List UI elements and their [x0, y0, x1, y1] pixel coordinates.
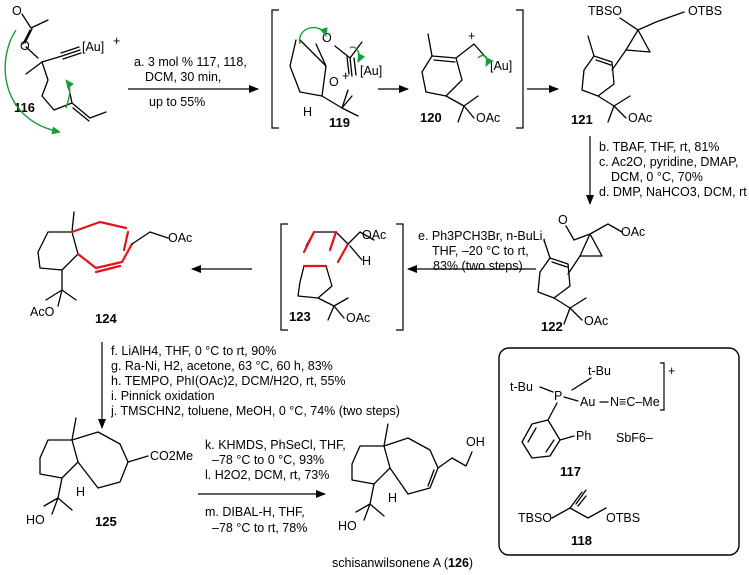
- otbs-label: OTBS: [606, 511, 640, 525]
- acetate-label: OAc: [476, 111, 500, 125]
- condition-text: e. Ph3PCH3Br, n-BuLi,: [418, 229, 546, 243]
- au-label: [Au]: [490, 59, 512, 73]
- compound-number: 123: [289, 309, 311, 324]
- compound-124: OAc AcO 124: [30, 211, 192, 326]
- bracket-left: [271, 9, 279, 129]
- compound-122: O OAc OAc 122: [537, 213, 645, 334]
- condition-text: d. DMP, NaHCO3, DCM, rt: [599, 185, 747, 199]
- tbu-label: t-Bu: [588, 364, 611, 378]
- condition-text: i. Pinnick oxidation: [111, 389, 215, 403]
- compound-number: 118: [571, 533, 592, 548]
- hydroxyl-label: HO: [338, 519, 357, 533]
- acetate-label: OAc: [168, 231, 192, 245]
- condition-text: –78 °C to rt, 78%: [212, 521, 307, 535]
- oxygen-label: O: [12, 4, 22, 18]
- compound-126: OH H HO schisanwilsonene A (126): [332, 423, 485, 570]
- acetate-label: OAc: [628, 111, 652, 125]
- counterion-label: SbF6–: [616, 431, 653, 445]
- compound-number: 117: [560, 464, 581, 479]
- condition-text: k. KHMDS, PhSeCl, THF,: [205, 438, 346, 452]
- charge-label: +: [468, 29, 475, 43]
- charge-label: +: [113, 34, 120, 48]
- nitrile-label: N≡C–Me: [610, 395, 660, 409]
- compound-number: 122: [541, 319, 563, 334]
- condition-text: j. TMSCHN2, toluene, MeOH, 0 °C, 74% (tw…: [110, 404, 400, 418]
- hydrogen-label: H: [303, 105, 312, 119]
- tbu-label: t-Bu: [510, 380, 533, 394]
- condition-text: DCM, 0 °C, 70%: [611, 170, 703, 184]
- condition-text: g. Ra-Ni, H2, acetone, 63 °C, 60 h, 83%: [111, 359, 333, 373]
- arrow-steps-b-d: b. TBAF, THF, rt, 81% c. Ac2O, pyridine,…: [586, 136, 747, 205]
- otbs-label: OTBS: [688, 4, 722, 18]
- tbso-label: TBSO: [588, 4, 622, 18]
- charge-label: +: [342, 69, 349, 83]
- arrow-steps-f-j: f. LiAlH4, THF, 0 °C to rt, 90% g. Ra-Ni…: [98, 342, 400, 429]
- acetate-label: OAc: [584, 314, 608, 328]
- compound-125: CO2Me H HO 125: [26, 417, 193, 529]
- compound-number: 121: [571, 112, 593, 127]
- phosphorus-label: P: [554, 389, 562, 403]
- arrow-step-e: e. Ph3PCH3Br, n-BuLi, THF, –20 °C to rt,…: [407, 229, 546, 273]
- compound-116: O O [Au] + 116: [4, 4, 120, 135]
- hydroxyl-label: HO: [26, 513, 45, 527]
- catalyst-box: t-Bu t-Bu P Au N≡C–Me + Ph SbF6– 117 TBS…: [498, 347, 740, 556]
- condition-text: –78 °C to 0 °C, 93%: [212, 453, 324, 467]
- compound-number: 119: [329, 115, 350, 130]
- compound-120: + [Au] OAc 120: [420, 29, 512, 125]
- condition-text: b. TBAF, THF, rt, 81%: [599, 140, 719, 154]
- charge-label: +: [668, 364, 675, 378]
- condition-text: up to 55%: [149, 95, 205, 109]
- hydrogen-label: H: [362, 254, 371, 268]
- product-name: schisanwilsonene A (126): [332, 556, 473, 570]
- arrow-steps-k-m: k. KHMDS, PhSeCl, THF, –78 °C to 0 °C, 9…: [198, 438, 346, 535]
- acetate-label: OAc: [621, 225, 645, 239]
- oxygen-label: O: [329, 75, 339, 89]
- tbso-label: TBSO: [518, 511, 552, 525]
- acetate-label: OAc: [362, 228, 386, 242]
- compound-number: 116: [14, 100, 35, 115]
- condition-text: THF, –20 °C to rt,: [432, 244, 529, 258]
- condition-text: f. LiAlH4, THF, 0 °C to rt, 90%: [111, 344, 276, 358]
- compound-number: 124: [95, 311, 117, 326]
- condition-text: m. DIBAL-H, THF,: [205, 505, 305, 519]
- compound-121: TBSO OTBS OAc 121: [571, 4, 722, 127]
- condition-text: a. 3 mol % 117, 118,: [134, 55, 247, 69]
- condition-text: l. H2O2, DCM, rt, 73%: [205, 468, 329, 482]
- oxygen-label: O: [558, 213, 568, 227]
- hydrogen-label: H: [388, 491, 397, 505]
- hydrogen-label: H: [76, 485, 85, 499]
- gold-label: Au: [580, 395, 595, 409]
- compound-119: O O + [Au] H 119: [289, 26, 382, 130]
- acetate-label: AcO: [30, 305, 55, 319]
- condition-text: DCM, 30 min,: [145, 70, 221, 84]
- oxygen-label: O: [20, 39, 30, 53]
- phenyl-label: Ph: [576, 429, 591, 443]
- au-label: [Au]: [360, 64, 382, 78]
- arrow-step-a: a. 3 mol % 117, 118, DCM, 30 min, up to …: [128, 55, 259, 109]
- condition-text: h. TEMPO, PhI(OAc)2, DCM/H2O, rt, 55%: [111, 374, 346, 388]
- condition-text: 83% (two steps): [433, 259, 523, 273]
- hydroxyl-label: OH: [466, 435, 485, 449]
- condition-text: c. Ac2O, pyridine, DMAP,: [599, 155, 738, 169]
- acetate-label: OAc: [346, 311, 370, 325]
- compound-number: 125: [95, 514, 117, 529]
- bracket-right: [516, 9, 524, 129]
- ester-label: CO2Me: [150, 449, 193, 463]
- compound-number: 120: [420, 110, 442, 125]
- au-label: [Au]: [82, 40, 104, 54]
- oxygen-label: O: [322, 31, 332, 45]
- compound-123: OAc H OAc 123: [280, 223, 404, 331]
